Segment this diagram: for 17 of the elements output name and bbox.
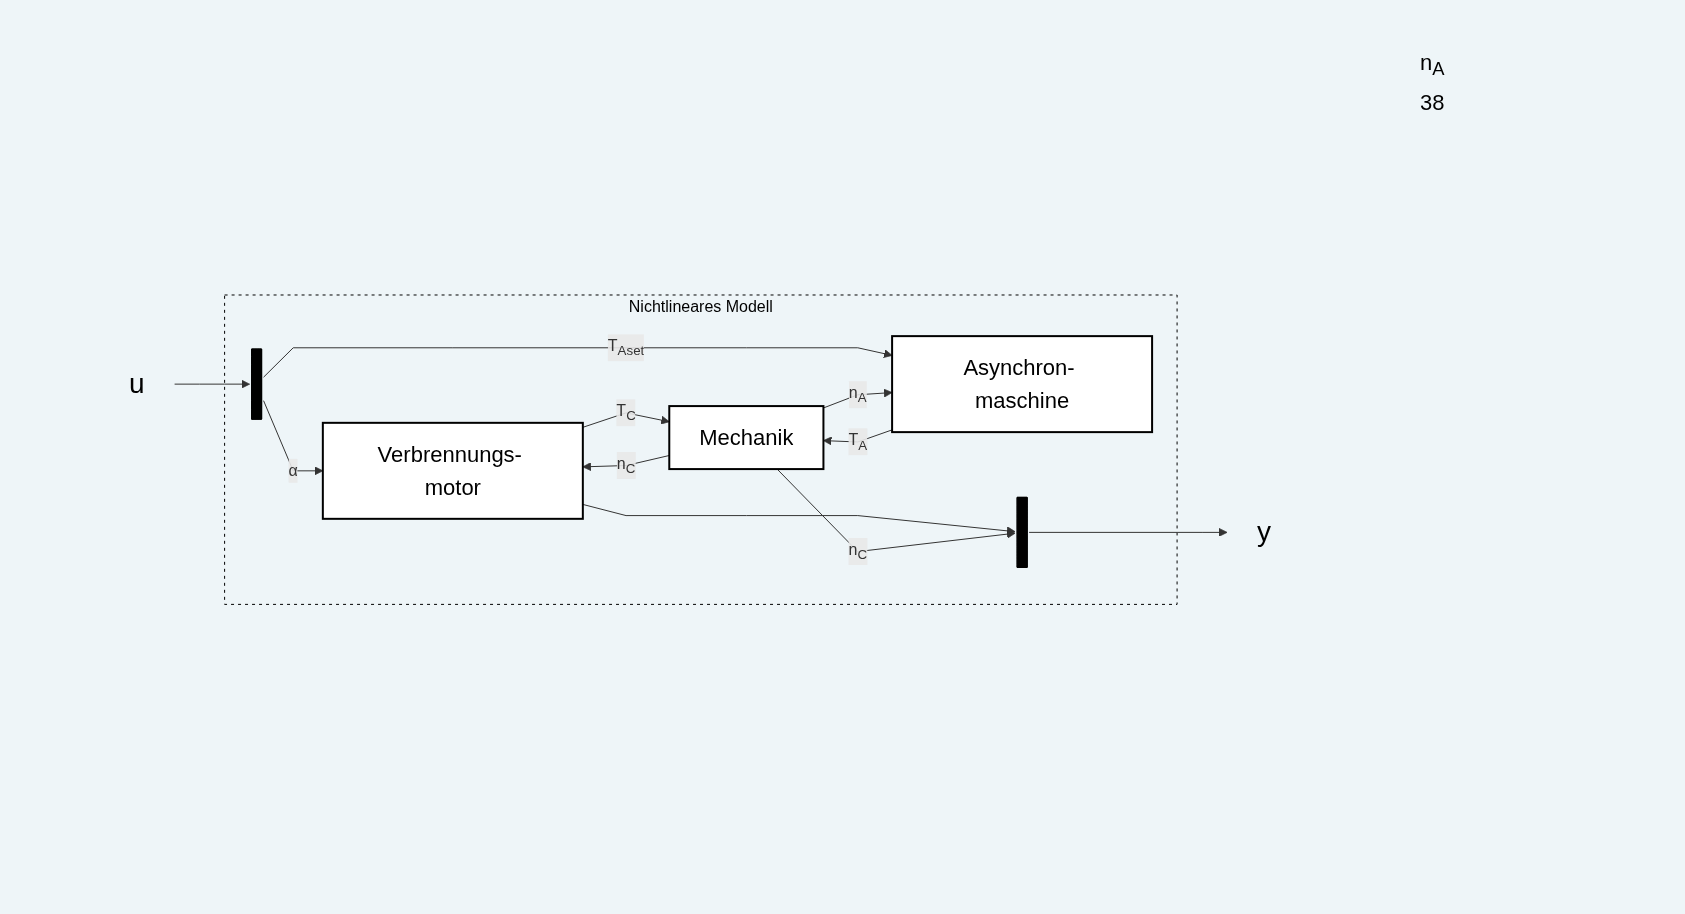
edge-label: n$_{C}$ (616, 455, 636, 477)
edge-label: α (288, 462, 298, 480)
edge-label: n$_{A}$ (848, 384, 867, 406)
arrow (263, 347, 893, 378)
edge-label: n$_{C}$ (848, 541, 867, 563)
arrow (776, 468, 1016, 553)
signal-label: 38 (1420, 90, 1446, 117)
arrow (1028, 528, 1228, 538)
node-text: y (1257, 516, 1272, 548)
node-box: Verbrennungs- motor (321, 422, 584, 521)
edge-label: T$_{A}$ (848, 431, 868, 453)
arrow (174, 380, 250, 389)
node-box: Asynchron- maschine (891, 335, 1154, 434)
node-text: u (128, 368, 145, 400)
node-box: Mechanik (668, 405, 825, 471)
signal-label: n$_{A}$ (1420, 50, 1446, 81)
edge-label: T$_{C}$ (616, 402, 636, 424)
